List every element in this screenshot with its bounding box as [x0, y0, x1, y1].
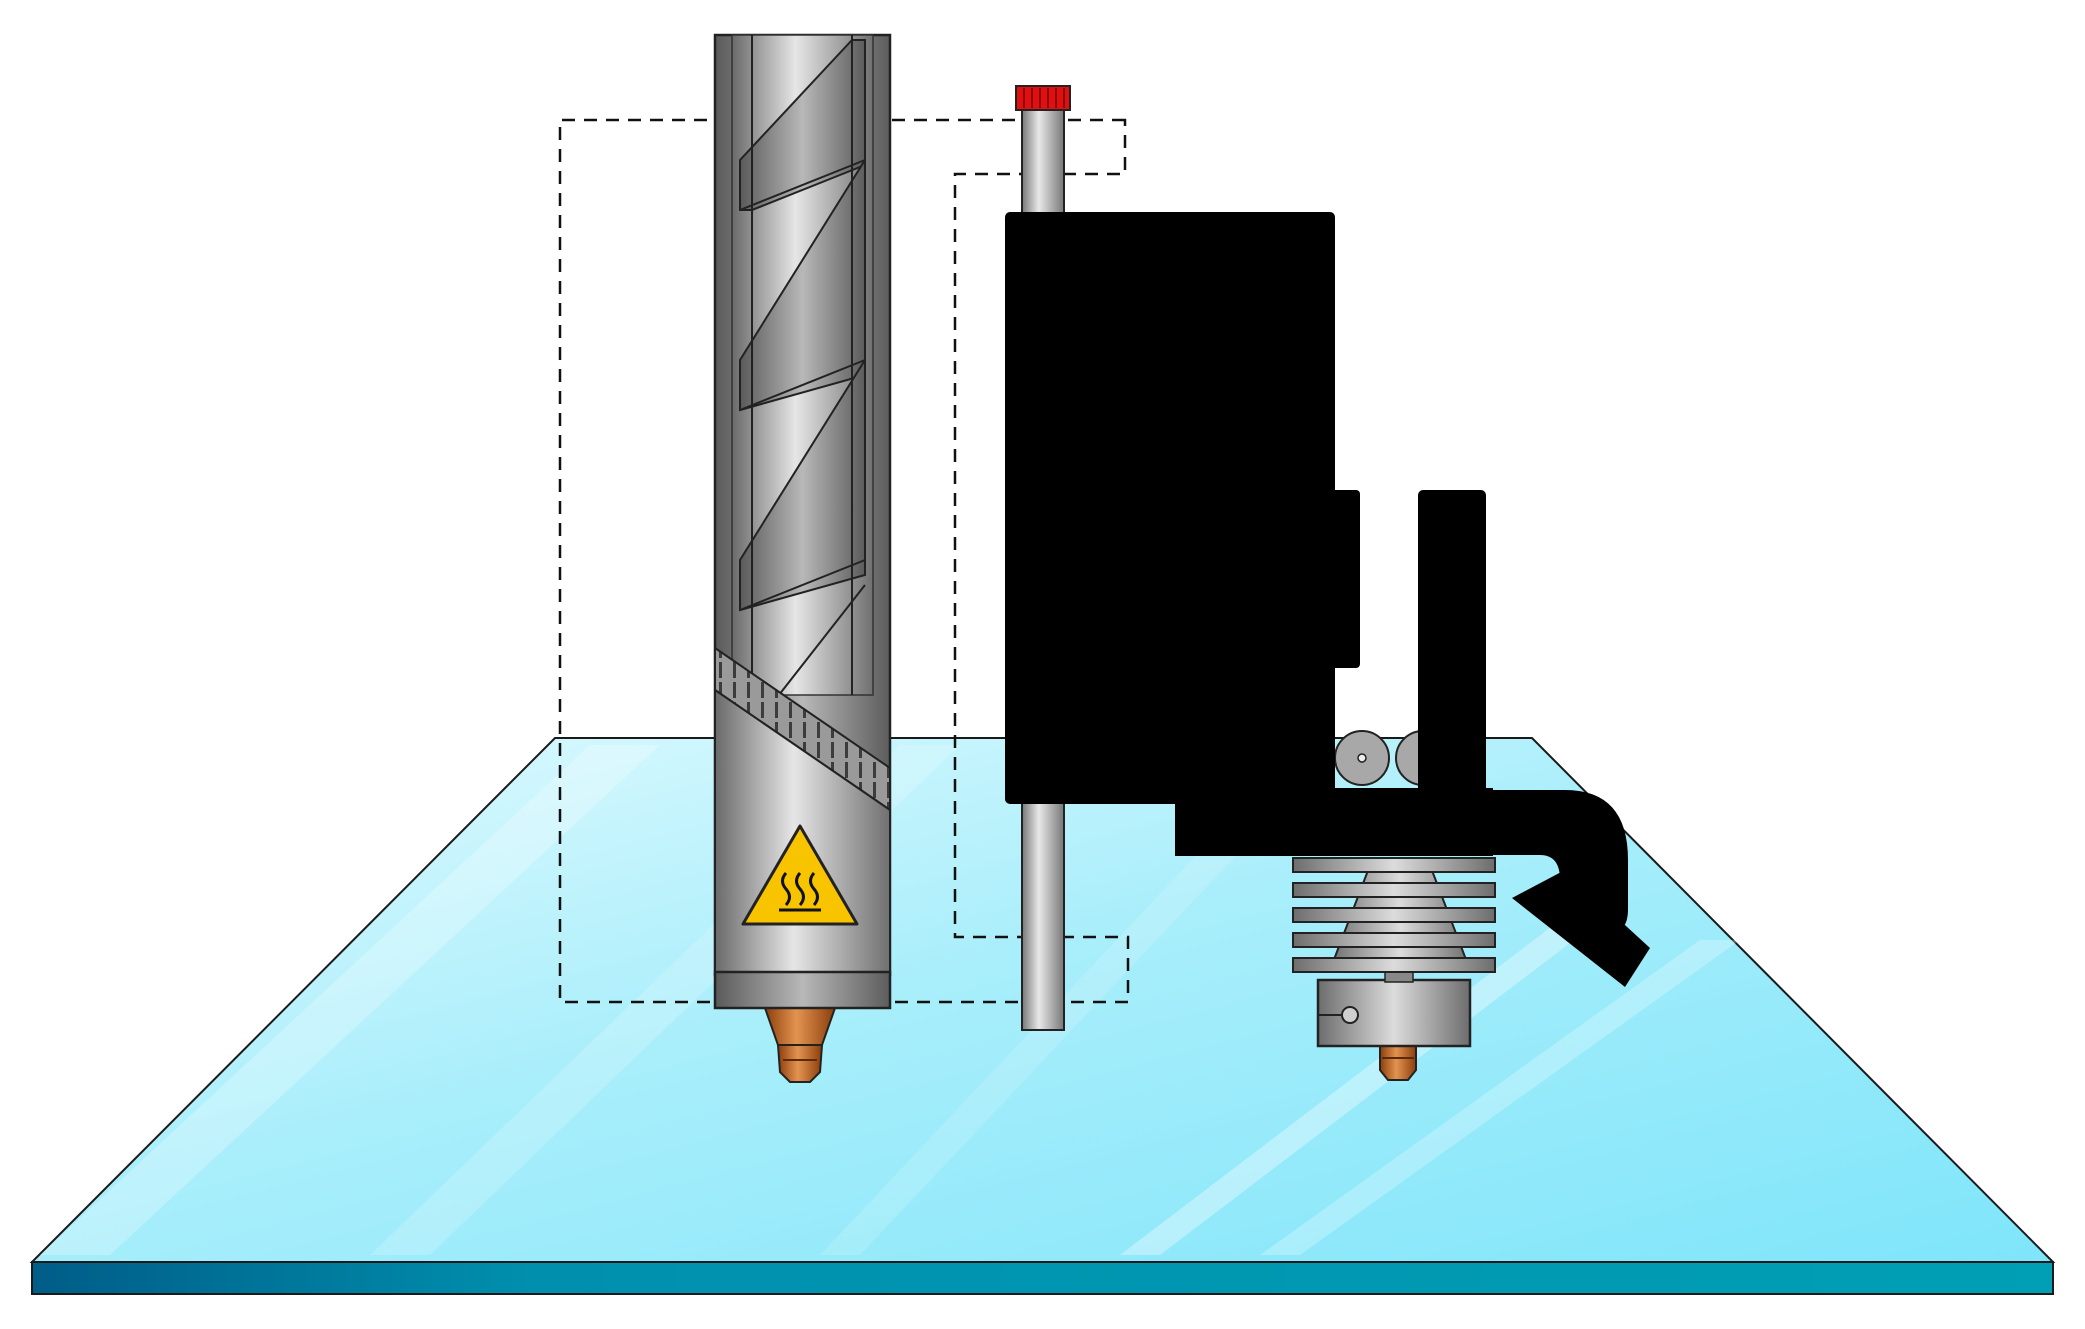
nozzle-right [1379, 1044, 1417, 1081]
rod-cap-knob [1015, 85, 1071, 111]
extruder-mount-icon [1005, 212, 1650, 1081]
heating-coil [739, 39, 866, 612]
heated-cartridge-icon [713, 33, 892, 1083]
nozzle-left [763, 1007, 837, 1083]
hot-surface-warning-icon [741, 824, 859, 926]
dashed-guide-lines [558, 118, 1130, 1004]
fan-duct-icon [1470, 790, 1650, 987]
heatsink-fins-icon [1292, 857, 1496, 973]
